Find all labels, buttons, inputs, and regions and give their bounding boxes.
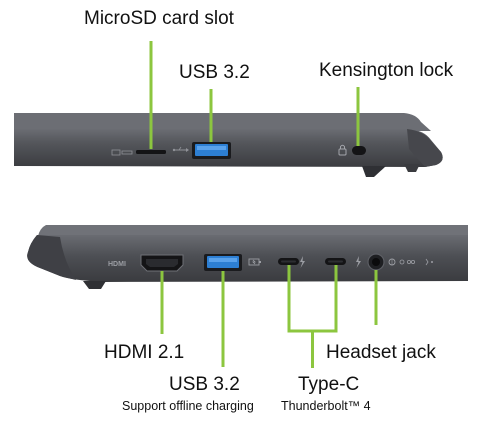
usb-a-port-top [192,142,231,159]
right-side-foot-back [404,164,420,172]
laptop-left-side: HDMI [27,225,468,289]
right-side-lid [14,113,431,131]
usb-c-port-1 [278,258,299,265]
label-kensington-lock: Kensington lock [319,60,454,81]
kensington-lock-slot [352,146,366,155]
battery-charge-icon [248,258,261,266]
microsd-icon [111,149,133,156]
label-thunderbolt: Thunderbolt™ 4 [281,399,371,413]
label-offline-charging: Support offline charging [122,399,254,413]
hdmi-port [140,254,184,272]
microsd-port [136,150,166,154]
usb-c-port-2 [325,258,346,265]
label-usb-bottom: USB 3.2 [169,374,240,395]
left-side-lid [38,225,468,236]
thunderbolt-icon [300,256,305,268]
left-side-bevel [27,235,76,280]
laptop-right-side [14,113,443,177]
right-side-bevel [407,129,443,167]
usb-icon [172,146,189,152]
label-type-c: Type-C [298,374,360,395]
usb-a-port-bottom [204,254,242,271]
left-side-body [27,235,468,282]
headset-icon [388,258,396,266]
label-microsd-card-slot: MicroSD card slot [84,8,234,29]
callout-typec [287,265,338,368]
right-side-foot-front [362,166,386,177]
lock-icon [338,144,347,156]
led-icon [399,258,433,266]
label-hdmi: HDMI 2.1 [104,342,185,363]
hdmi-port-mark: HDMI [108,261,126,268]
bottom-callout-lines [160,265,378,368]
label-headset-jack: Headset jack [326,342,436,363]
top-callout-lines [149,41,360,149]
headset-jack-port [367,253,385,271]
thunderbolt-icon [356,256,361,268]
label-usb-top: USB 3.2 [179,62,250,83]
left-side-foot [83,281,106,289]
